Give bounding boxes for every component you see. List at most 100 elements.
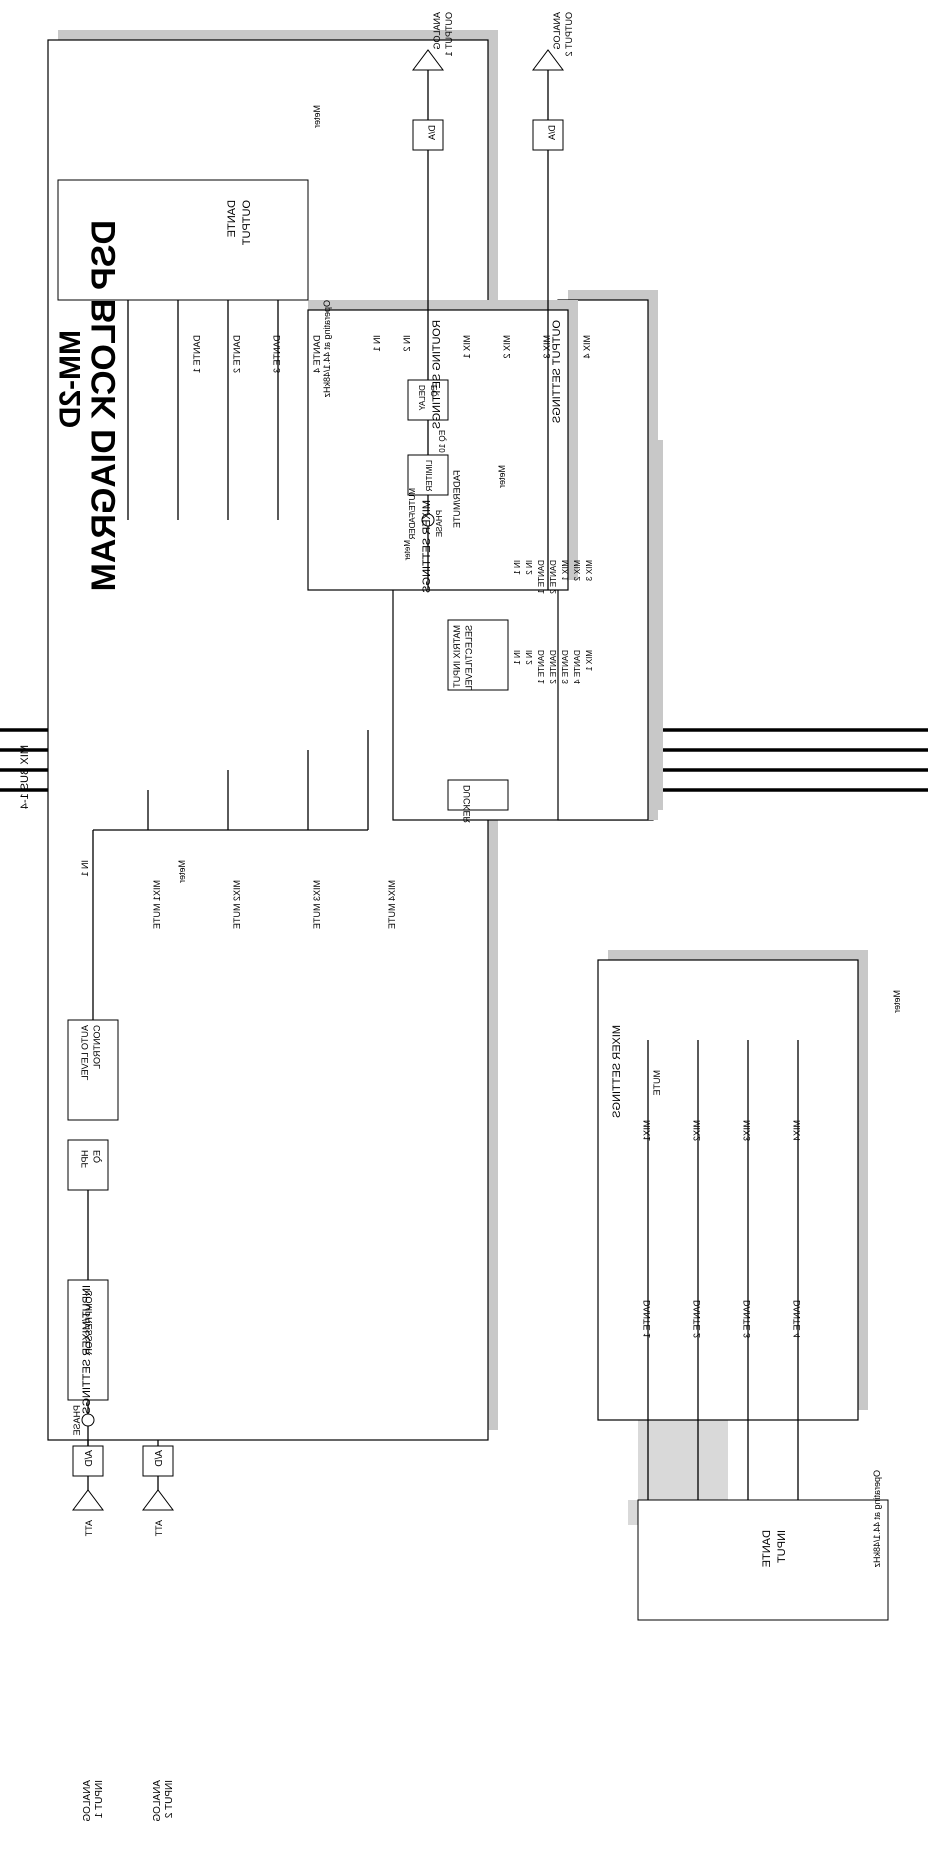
phase-circle: [81, 1413, 95, 1427]
analog-input-2-line1: ANALOG: [152, 1780, 163, 1822]
att-label-2: ATT: [154, 1520, 164, 1537]
dante-output-line1: DANTE: [226, 200, 238, 237]
dante-label-3: DANTE 3: [742, 1300, 752, 1338]
routing-item-9: MIX 3: [542, 335, 552, 359]
hpf-label-1: HPF: [80, 1150, 90, 1169]
dante-label-2: DANTE 2: [692, 1300, 702, 1338]
input2-amp: [142, 1489, 174, 1511]
dante-mix4: MIX4: [792, 1120, 802, 1141]
mix-bus-label: MIX BUS 1-4: [19, 745, 31, 809]
delay-label-1: DELAY: [418, 385, 427, 411]
diagram-labels: DSP BLOCK DIAGRAM MM-2D MIX BUS 1-4 INPU…: [19, 12, 902, 1822]
diagram-title: DSP BLOCK DIAGRAM: [85, 220, 123, 592]
compressor-label: COMPRESSOR: [84, 1290, 94, 1356]
dsp-eq-label: EQ 10: [438, 430, 447, 453]
matrix-item: MIX 1: [561, 560, 570, 581]
delay-eq-box: [407, 379, 449, 421]
output-mixer-title: MIXER SETTINGS: [421, 500, 433, 593]
dante-mute: MUTE: [652, 1070, 662, 1096]
output-settings-box: [307, 309, 569, 591]
da-box-1: [412, 119, 444, 151]
matrix-item: IN 1: [513, 560, 522, 575]
analog-output-1-line1: ANALOG: [432, 12, 442, 50]
output-phase-label: PHASE: [435, 510, 444, 537]
matrix-item: DANTE 2: [549, 560, 558, 594]
dante-input-line2: INPUT: [776, 1530, 788, 1563]
matrix-item: MIX 2: [573, 560, 582, 581]
matrix-box: [447, 619, 509, 691]
dante-out-operating: Operating at 44.1/48kHz: [322, 300, 332, 398]
analog-input-1-line1: ANALOG: [82, 1780, 93, 1822]
dante-mix2: MIX2: [692, 1120, 702, 1141]
matrix-label-2: SELECT/LEVEL: [464, 625, 474, 691]
limiter-box: [407, 454, 449, 496]
in1-label: IN 1: [80, 860, 90, 877]
matrix-item: DANTE 4: [573, 650, 582, 684]
routing-item-8: MIX 2: [502, 335, 512, 359]
da-label-2: D/A: [547, 125, 557, 140]
dante-input-box: [637, 1499, 889, 1621]
dante-output-line2: OUTPUT: [241, 200, 253, 246]
matrix-item: DANTE 3: [561, 650, 570, 684]
routing-item-1: DANTE 1: [192, 335, 202, 373]
mix3-mute-label: MIX3 MUTE: [312, 880, 322, 929]
dante-label-4: DANTE 4: [792, 1300, 802, 1338]
analog-output-1-line2: OUTPUT 1: [444, 12, 454, 56]
dante-mix3: MIX3: [742, 1120, 752, 1141]
output-mute-fader: MUTE/FADER: [408, 488, 417, 540]
matrix-item: IN 1: [513, 650, 522, 665]
delay-label-2: EQ: [430, 385, 439, 397]
dante-mixer-box: [597, 959, 859, 1421]
analog-input-1-line2: INPUT 1: [94, 1780, 105, 1819]
routing-item-4: DANTE 4: [312, 335, 322, 373]
routing-item-6: IN 2: [402, 335, 412, 352]
mix2-mute-label: MIX2 MUTE: [232, 880, 242, 929]
diagram-model: MM-2D: [54, 330, 87, 428]
hpf-label-2: EQ: [92, 1150, 102, 1163]
output1-amp: [412, 49, 444, 71]
output-phase-circle: [421, 513, 435, 527]
output-settings-title: OUTPUT SETTINGS: [551, 320, 563, 423]
analog-input-2-line2: INPUT 2: [164, 1780, 175, 1819]
dante-out-meter: Meter: [312, 105, 322, 128]
dante-label-1: DANTE 1: [642, 1300, 652, 1338]
output-mixer-meter: Meter: [497, 465, 507, 488]
da-label-1: D/A: [427, 125, 437, 140]
matrix-item: MIX 1: [585, 650, 594, 671]
hpf-box: [67, 1139, 109, 1191]
da-box-2: [532, 119, 564, 151]
dante-output-box: [57, 179, 309, 301]
routing-item-2: DANTE 2: [232, 335, 242, 373]
routing-item-5: IN 1: [372, 335, 382, 352]
matrix-item: DANTE 1: [537, 650, 546, 684]
routing-title: ROUTING SETTINGS: [431, 320, 443, 429]
ad-box-2: [142, 1445, 174, 1477]
ducker-box: [447, 779, 509, 811]
matrix-label-1: MATRIX INPUT: [452, 625, 462, 688]
analog-output-2-line1: ANALOG: [552, 12, 562, 50]
input1-amp: [72, 1489, 104, 1511]
routing-item-3: DANTE 3: [272, 335, 282, 373]
output2-amp: [532, 49, 564, 71]
matrix-item: IN 2: [525, 560, 534, 575]
input-phase-label: PHASE: [72, 1405, 82, 1436]
matrix-item: DANTE 2: [549, 650, 558, 684]
ad-label-1: A/D: [84, 1450, 95, 1467]
dante-input-line1: DANTE: [761, 1530, 773, 1567]
analog-output-2-line2: OUTPUT 2: [564, 12, 574, 56]
matrix-item: DANTE 1: [537, 560, 546, 594]
ad-label-2: A/D: [154, 1450, 165, 1467]
att-label-1: ATT: [84, 1520, 94, 1537]
auto-level-label-1: AUTO LEVEL: [80, 1025, 90, 1080]
fader-mute-label: FADER/MUTE: [452, 470, 462, 528]
auto-level-label-2: CONTROL: [92, 1025, 102, 1069]
ducker-label: DUCKER: [462, 785, 472, 824]
dante-in-operating: Operating at 44.1/48kHz: [872, 1470, 882, 1568]
output-meter-label: Meter: [403, 540, 412, 561]
diagram-body: [0, 30, 928, 1621]
dante-in-meter: Meter: [892, 990, 902, 1013]
